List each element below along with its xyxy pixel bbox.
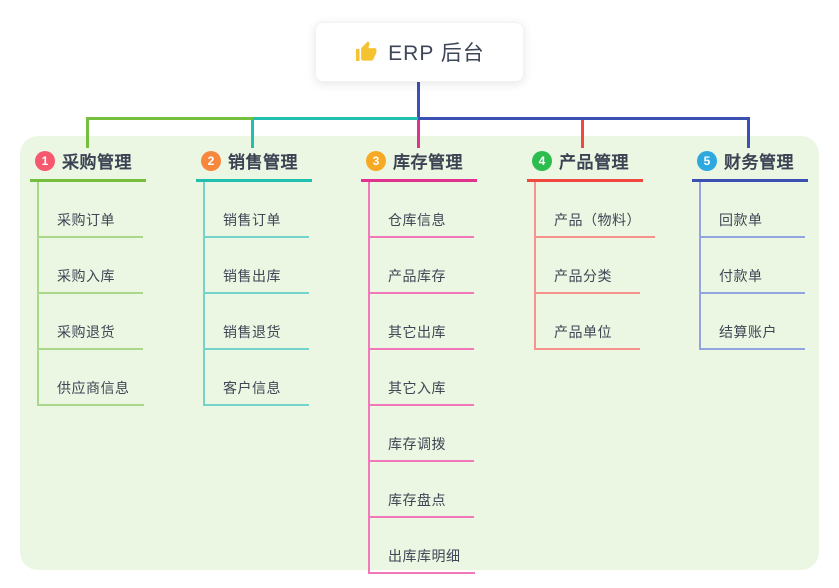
child-node[interactable]: 销售退货 — [205, 294, 309, 350]
child-node[interactable]: 其它入库 — [370, 350, 474, 406]
child-node[interactable]: 仓库信息 — [370, 182, 474, 238]
number-badge: 4 — [532, 150, 552, 171]
child-node[interactable]: 产品分类 — [536, 238, 640, 294]
branch-4-header[interactable]: 4 产品管理 — [527, 146, 643, 182]
child-node[interactable]: 销售订单 — [205, 182, 309, 238]
connector-line — [581, 118, 584, 148]
number-badge: 2 — [201, 150, 221, 171]
child-node[interactable]: 采购退货 — [39, 294, 143, 350]
child-node[interactable]: 产品单位 — [536, 294, 640, 350]
children-list: 产品（物料）产品分类产品单位 — [534, 182, 655, 350]
branch-5: 5 财务管理回款单付款单结算账户 — [692, 146, 808, 350]
branch-label: 销售管理 — [228, 153, 298, 172]
child-node[interactable]: 库存调拨 — [370, 406, 474, 462]
thumbs-up-icon — [354, 40, 378, 64]
branch-3-header[interactable]: 3 库存管理 — [361, 146, 477, 182]
child-node[interactable]: 其它出库 — [370, 294, 474, 350]
children-list: 采购订单采购入库采购退货供应商信息 — [37, 182, 146, 406]
number-badge: 3 — [366, 150, 386, 171]
child-node[interactable]: 采购订单 — [39, 182, 143, 238]
root-node[interactable]: ERP 后台 — [315, 22, 524, 82]
connector-line — [253, 117, 418, 120]
child-node[interactable]: 回款单 — [701, 182, 805, 238]
branch-3: 3 库存管理仓库信息产品库存其它出库其它入库库存调拨库存盘点出库库明细 — [361, 146, 477, 574]
child-node[interactable]: 产品（物料） — [536, 182, 655, 238]
children-list: 回款单付款单结算账户 — [699, 182, 808, 350]
branch-label: 产品管理 — [559, 153, 629, 172]
connector-line — [417, 80, 420, 119]
child-node[interactable]: 出库库明细 — [370, 518, 475, 574]
connector-line — [747, 118, 750, 148]
child-node[interactable]: 采购入库 — [39, 238, 143, 294]
root-node-label: ERP 后台 — [388, 42, 485, 65]
child-node[interactable]: 客户信息 — [205, 350, 309, 406]
child-node[interactable]: 销售出库 — [205, 238, 309, 294]
branch-label: 采购管理 — [62, 153, 132, 172]
branch-2-header[interactable]: 2 销售管理 — [196, 146, 312, 182]
child-node[interactable]: 库存盘点 — [370, 462, 474, 518]
connector-line — [417, 118, 420, 148]
branch-label: 库存管理 — [393, 153, 463, 172]
child-node[interactable]: 供应商信息 — [39, 350, 144, 406]
connector-line — [418, 117, 750, 120]
children-list: 销售订单销售出库销售退货客户信息 — [203, 182, 312, 406]
number-badge: 5 — [697, 150, 717, 171]
child-node[interactable]: 付款单 — [701, 238, 805, 294]
connector-line — [86, 117, 253, 120]
number-badge: 1 — [35, 150, 55, 171]
branch-label: 财务管理 — [724, 153, 794, 172]
child-node[interactable]: 结算账户 — [701, 294, 805, 350]
connector-line — [251, 118, 254, 148]
child-node[interactable]: 产品库存 — [370, 238, 474, 294]
children-list: 仓库信息产品库存其它出库其它入库库存调拨库存盘点出库库明细 — [368, 182, 477, 574]
branch-2: 2 销售管理销售订单销售出库销售退货客户信息 — [196, 146, 312, 406]
branch-1: 1 采购管理采购订单采购入库采购退货供应商信息 — [30, 146, 146, 406]
branch-4: 4 产品管理产品（物料）产品分类产品单位 — [527, 146, 655, 350]
branches-panel — [20, 136, 819, 570]
branch-1-header[interactable]: 1 采购管理 — [30, 146, 146, 182]
connector-line — [86, 118, 89, 148]
branch-5-header[interactable]: 5 财务管理 — [692, 146, 808, 182]
